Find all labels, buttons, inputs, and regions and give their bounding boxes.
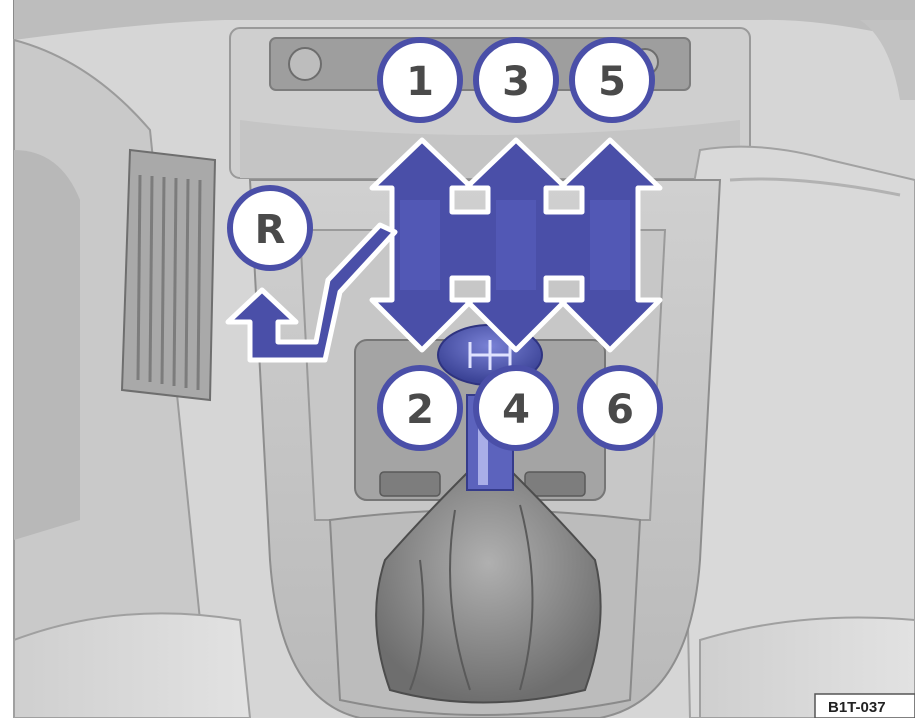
figure-code: B1T-037 [828, 699, 886, 716]
gear-label-5: 5 [572, 40, 652, 120]
gear-label-1: 1 [380, 40, 460, 120]
gear-number-5: 5 [598, 59, 626, 105]
gear-label-3: 3 [476, 40, 556, 120]
hazard-knob [289, 48, 321, 80]
gear-number-4: 4 [502, 387, 530, 433]
figure-code-tag: B1T-037 [815, 694, 915, 718]
gear-label-reverse: R [230, 188, 310, 268]
gear-label-6: 6 [580, 368, 660, 448]
gear-number-2: 2 [406, 387, 434, 433]
gear-number-6: 6 [606, 387, 634, 433]
console-switch [525, 472, 585, 496]
left-seat [14, 613, 250, 718]
gear-number-1: 1 [406, 59, 434, 105]
esp-off-switch [380, 472, 440, 496]
gear-label-2: 2 [380, 368, 460, 448]
gear-number-3: 3 [502, 59, 530, 105]
gear-label-4: 4 [476, 368, 556, 448]
arrow-highlights [400, 200, 630, 290]
gear-letter-r: R [255, 207, 286, 253]
accelerator-pedal [122, 150, 215, 400]
